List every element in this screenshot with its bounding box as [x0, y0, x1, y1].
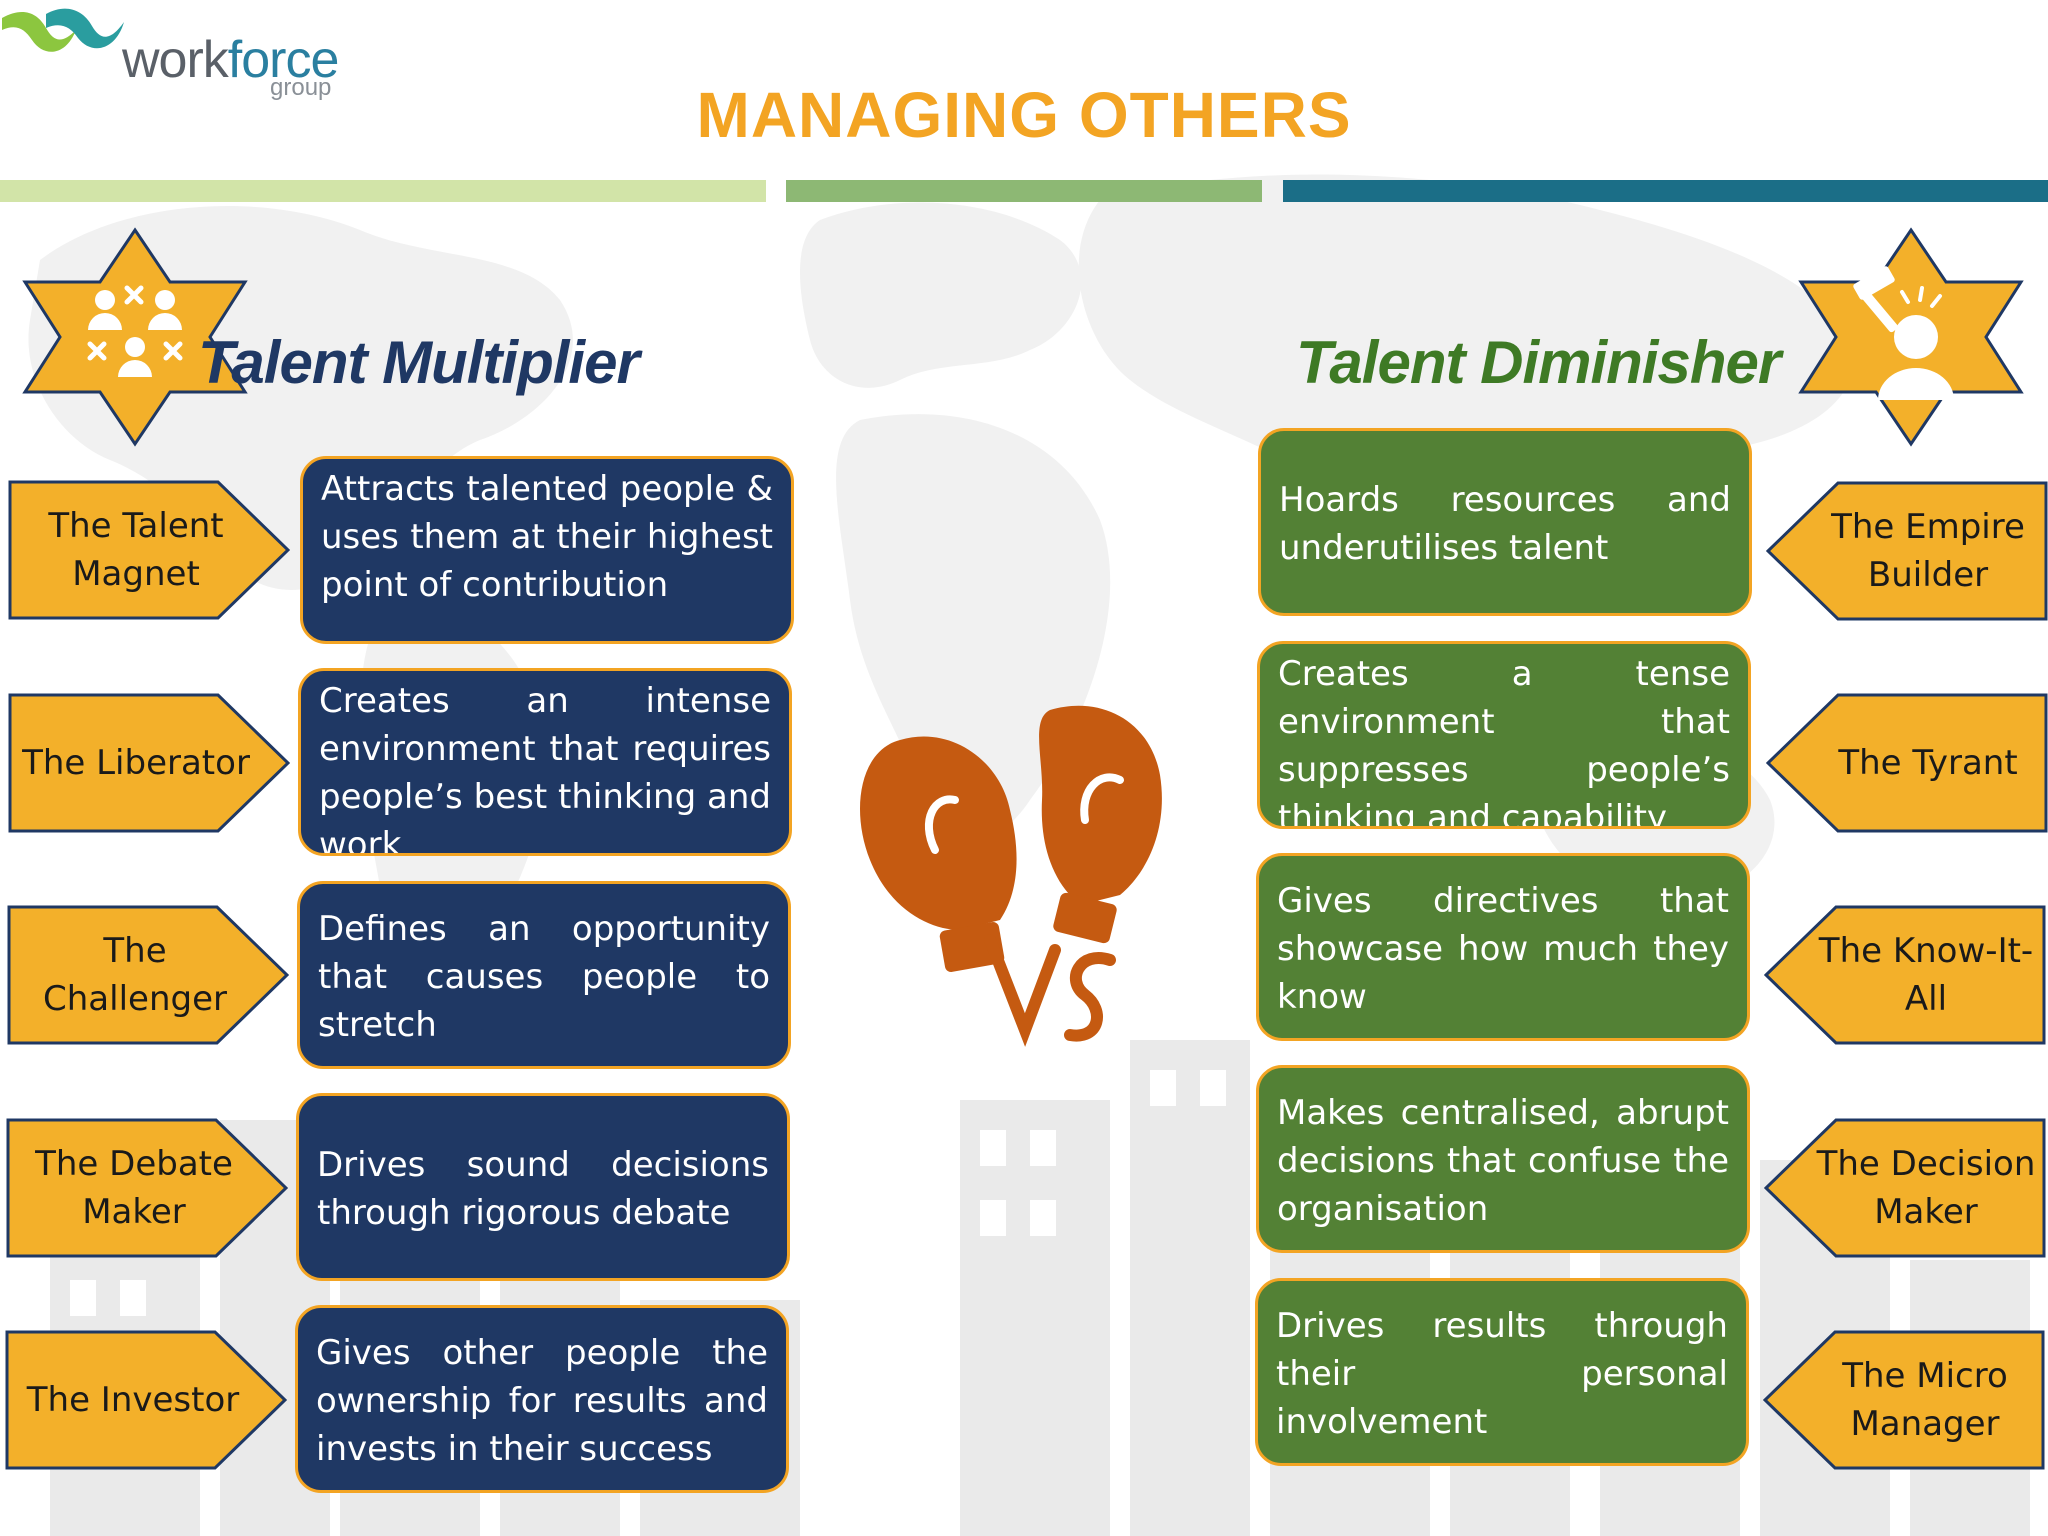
boxing-gloves-icon — [860, 705, 1162, 1047]
logo-subtext: group — [270, 74, 332, 101]
multiplier-description-debate-maker: Drives sound decisions through rigorous … — [296, 1093, 790, 1281]
arrow-right-shape — [8, 480, 290, 620]
arrow-left-shape — [1764, 1118, 2046, 1258]
arrow-left-shape — [1763, 1330, 2045, 1470]
diminisher-label-tyrant: The Tyrant — [1766, 693, 2048, 833]
diminisher-label-text: The Know-It-All — [1818, 931, 2034, 1019]
diminisher-label-text: The Decision Maker — [1816, 1144, 2036, 1232]
multiplier-description-text: Creates an intense environment that requ… — [319, 681, 771, 856]
diminisher-description-text: Creates a tense environment that suppres… — [1278, 654, 1730, 829]
diminisher-label-decision-maker: The Decision Maker — [1764, 1118, 2046, 1258]
arrow-right-shape — [8, 693, 290, 833]
multiplier-label-debate-maker: The Debate Maker — [6, 1118, 288, 1258]
header-stripe-green — [786, 180, 1262, 202]
multiplier-label-text: The Liberator — [22, 743, 250, 783]
multiplier-label-liberator: The Liberator — [8, 693, 290, 833]
arrow-right-shape — [6, 1118, 288, 1258]
logo-wordmark: workforce — [122, 31, 339, 89]
multiplier-label-text: The Talent Magnet — [48, 506, 224, 594]
diminisher-label-text: The Tyrant — [1838, 743, 2018, 783]
multiplier-label-challenger: The Challenger — [7, 905, 289, 1045]
diminisher-description-text: Hoards resources and underutilises talen… — [1279, 480, 1731, 568]
diminisher-description-decision-maker: Makes centralised, abrupt decisions that… — [1256, 1065, 1750, 1253]
multiplier-description-liberator: Creates an intense environment that requ… — [298, 668, 792, 856]
diminisher-label-text: The Empire Builder — [1831, 507, 2025, 595]
multiplier-description-challenger: Defines an opportunity that causes peopl… — [297, 881, 791, 1069]
page-title: MANAGING OTHERS — [696, 79, 1352, 151]
multiplier-description-text: Defines an opportunity that causes peopl… — [318, 909, 770, 1045]
arrow-right-shape — [7, 905, 289, 1045]
diminisher-description-know-it-all: Gives directives that showcase how much … — [1256, 853, 1750, 1041]
arrow-left-shape — [1764, 905, 2046, 1045]
multiplier-label-talent-magnet: The Talent Magnet — [8, 480, 290, 620]
workforce-logo-icon — [2, 8, 124, 52]
hammer-person-icon — [1798, 227, 2024, 447]
diminisher-label-empire-builder: The Empire Builder — [1766, 481, 2048, 621]
diminisher-label-micro-manager: The Micro Manager — [1763, 1330, 2045, 1470]
diminisher-description-micro-manager: Drives results through their personal in… — [1255, 1278, 1749, 1466]
arrow-left-shape — [1766, 693, 2048, 833]
header-stripe-light-green — [0, 180, 766, 202]
diminisher-description-text: Gives directives that showcase how much … — [1277, 881, 1729, 1017]
team-strategy-icon — [22, 227, 248, 447]
diminisher-description-empire-builder: Hoards resources and underutilises talen… — [1258, 428, 1752, 616]
header-stripe-teal — [1283, 180, 2048, 202]
diminisher-description-tyrant: Creates a tense environment that suppres… — [1257, 641, 1751, 829]
arrow-left-shape — [1766, 481, 2048, 621]
multiplier-description-investor: Gives other people the ownership for res… — [295, 1305, 789, 1493]
arrow-right-shape — [5, 1330, 287, 1470]
multiplier-label-text: The Debate Maker — [35, 1144, 233, 1232]
multiplier-description-talent-magnet: Attracts talented people & uses them at … — [300, 456, 794, 644]
diminisher-description-text: Makes centralised, abrupt decisions that… — [1277, 1093, 1729, 1229]
multiplier-label-text: The Investor — [26, 1380, 240, 1420]
multiplier-label-investor: The Investor — [5, 1330, 287, 1470]
multiplier-label-text: The Challenger — [43, 931, 227, 1019]
multiplier-description-text: Gives other people the ownership for res… — [316, 1333, 768, 1469]
diminisher-label-text: The Micro Manager — [1842, 1356, 2008, 1444]
multiplier-description-text: Drives sound decisions through rigorous … — [317, 1145, 769, 1233]
talent-multiplier-title: Talent Multiplier — [198, 329, 640, 396]
talent-diminisher-title: Talent Diminisher — [1296, 329, 1781, 396]
diminisher-label-know-it-all: The Know-It-All — [1764, 905, 2046, 1045]
multiplier-description-text: Attracts talented people & uses them at … — [321, 469, 773, 605]
diminisher-description-text: Drives results through their personal in… — [1276, 1306, 1728, 1442]
